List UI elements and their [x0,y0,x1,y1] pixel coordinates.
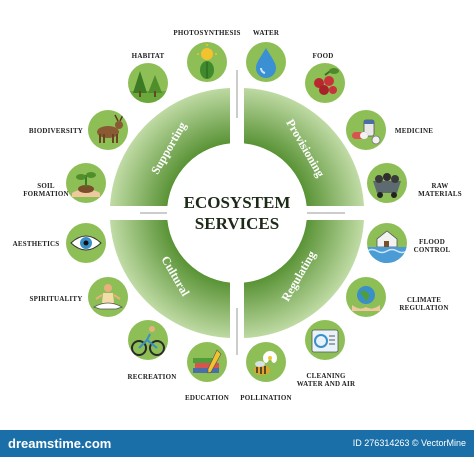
cleaning-water-air-icon [305,320,345,360]
pollination-icon [246,342,286,382]
label-flood-control: FLOOD CONTROL [413,238,451,254]
label-pollination: POLLINATION [240,394,292,402]
flood-control-icon [367,223,407,263]
title-line-2: SERVICES [194,214,280,233]
label-soil-formation: SOIL FORMATION [23,182,69,198]
center-circle [167,143,307,283]
footer-id-credit: ID 276314263 © VectorMine [352,438,466,448]
label-aesthetics: AESTHETICS [12,240,60,248]
photosynthesis-icon [187,42,227,82]
label-water: WATER [252,29,280,37]
label-spirituality: SPIRITUALITY [29,295,83,303]
footer-brand[interactable]: dreamstime.com [8,436,112,451]
recreation-icon [128,320,168,360]
label-medicine: MEDICINE [394,127,434,135]
label-raw-materials: RAW MATERIALS [418,182,462,198]
title-line-1: ECOSYSTEM [183,193,291,212]
label-climate-regulation: CLIMATE REGULATION [399,296,449,312]
label-photosynthesis: PHOTOSYNTHESIS [173,29,241,37]
footer-bar: dreamstime.com ID 276314263 © VectorMine [0,430,474,457]
label-food: FOOD [312,52,334,60]
label-recreation: RECREATION [127,373,177,381]
label-cleaning-water-air: CLEANING WATER AND AIR [296,372,356,388]
food-icon [305,63,345,103]
education-icon [187,342,227,382]
water-icon [246,42,286,82]
climate-regulation-icon [346,277,386,317]
label-habitat: HABITAT [131,52,165,60]
aesthetics-icon [66,223,106,263]
label-education: EDUCATION [184,394,230,402]
page-title: ECOSYSTEM SERVICES [184,192,291,234]
raw-materials-icon [367,163,407,203]
spirituality-icon [88,277,128,317]
label-biodiversity: BIODIVERSITY [28,127,84,135]
biodiversity-icon [88,110,128,150]
habitat-icon [128,63,168,103]
soil-formation-icon [66,163,106,203]
medicine-icon [346,110,386,150]
wedge-diagram: Supporting Provisioning Cultural Regulat… [110,70,364,355]
